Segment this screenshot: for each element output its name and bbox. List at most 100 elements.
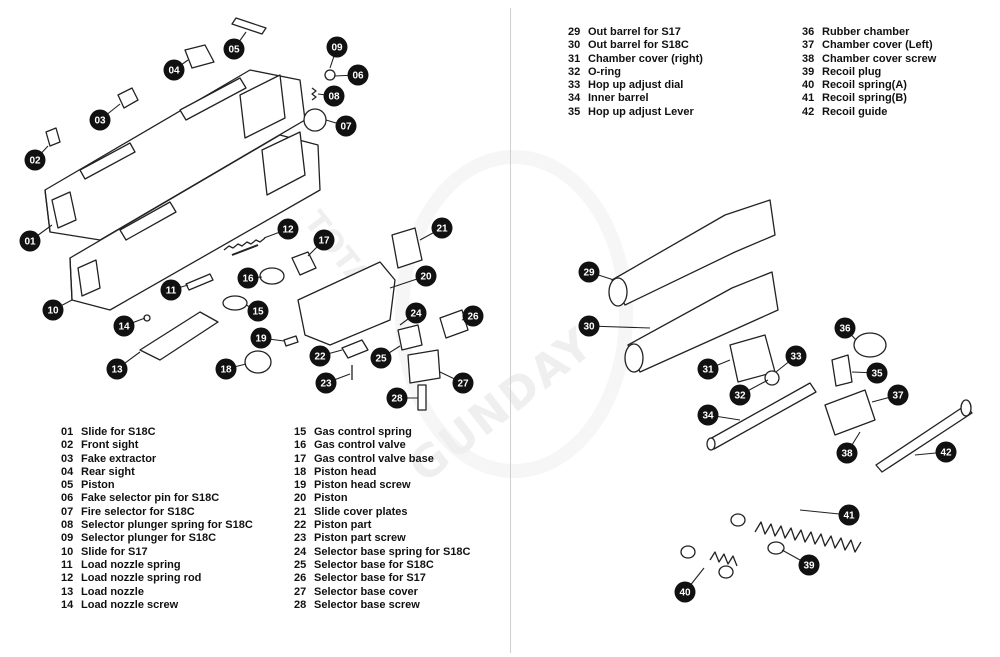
part-name: Selector base for S17 bbox=[314, 572, 426, 585]
callout-circle bbox=[697, 404, 719, 426]
piston-plate-drawing bbox=[231, 17, 267, 35]
callout-number: 03 bbox=[94, 116, 106, 127]
callout-circle bbox=[247, 300, 269, 322]
o-ring-drawing bbox=[764, 370, 780, 386]
callout-badge: 20 bbox=[415, 265, 437, 287]
part-name: Slide cover plates bbox=[314, 505, 408, 518]
part-name: Chamber cover (right) bbox=[588, 52, 703, 65]
callout-number: 18 bbox=[220, 365, 232, 376]
part-number: 05 bbox=[61, 479, 74, 492]
part-number: 33 bbox=[568, 79, 581, 92]
callout-badge: 17 bbox=[313, 229, 335, 251]
selector-pin-drawing bbox=[324, 69, 336, 81]
part-name: Chamber cover screw bbox=[822, 52, 937, 65]
outer-barrel-s18c-drawing bbox=[627, 271, 779, 373]
callout-circle bbox=[887, 384, 909, 406]
callout-circle bbox=[315, 372, 337, 394]
part-number: 42 bbox=[802, 105, 815, 118]
callout-number: 06 bbox=[352, 71, 364, 82]
callout-badge: 22 bbox=[309, 345, 331, 367]
part-number: 26 bbox=[294, 572, 307, 585]
part-name: Piston bbox=[314, 492, 348, 505]
callout-number: 33 bbox=[790, 352, 802, 363]
callout-circle bbox=[215, 358, 237, 380]
part-name: Load nozzle spring bbox=[81, 558, 181, 571]
callout-number: 01 bbox=[24, 237, 36, 248]
callout-badge: 11 bbox=[160, 279, 182, 301]
part-name: Recoil plug bbox=[822, 65, 882, 78]
callout-circle bbox=[335, 115, 357, 137]
part-name: Piston head bbox=[314, 465, 377, 478]
hop-lever-drawing bbox=[831, 354, 853, 387]
callout-number: 22 bbox=[314, 352, 326, 363]
callout-badge: 38 bbox=[836, 442, 858, 464]
callout-badge: 28 bbox=[386, 387, 408, 409]
callout-badge: 19 bbox=[250, 327, 272, 349]
part-number: 10 bbox=[61, 545, 74, 558]
callout-badge: 39 bbox=[798, 554, 820, 576]
part-number: 27 bbox=[294, 585, 307, 598]
part-number: 23 bbox=[294, 532, 307, 545]
part-number: 14 bbox=[61, 598, 74, 611]
gas-spring-drawing bbox=[222, 295, 248, 311]
recoil-plug-drawing bbox=[767, 541, 785, 555]
callout-badge: 35 bbox=[866, 362, 888, 384]
callout-number: 36 bbox=[839, 324, 851, 335]
slide-s18c-drawing bbox=[44, 69, 306, 241]
part-number: 08 bbox=[61, 519, 74, 532]
callout-badge: 18 bbox=[215, 358, 237, 380]
callout-number: 28 bbox=[391, 394, 403, 405]
callout-number: 05 bbox=[228, 45, 240, 56]
callout-badge: 31 bbox=[697, 358, 719, 380]
callout-circle bbox=[838, 504, 860, 526]
part-name: Chamber cover (Left) bbox=[822, 39, 933, 52]
part-name: Selector base for S18C bbox=[314, 558, 434, 571]
callout-number: 27 bbox=[457, 379, 469, 390]
part-number: 09 bbox=[61, 532, 74, 545]
callout-badge: 12 bbox=[277, 218, 299, 240]
part-name: Piston head screw bbox=[314, 479, 411, 492]
part-number: 18 bbox=[294, 465, 307, 478]
callout-number: 04 bbox=[168, 66, 180, 77]
callout-badge: 33 bbox=[785, 345, 807, 367]
callout-circle bbox=[89, 109, 111, 131]
callout-number: 21 bbox=[436, 224, 448, 235]
callout-circle bbox=[935, 441, 957, 463]
load-nozzle-rod-drawing bbox=[185, 273, 214, 291]
selector-screw-drawing bbox=[417, 384, 427, 411]
callout-badge: 40 bbox=[674, 581, 696, 603]
part-name: O-ring bbox=[588, 65, 621, 78]
callout-circle bbox=[106, 358, 128, 380]
slide-s17-drawing bbox=[69, 131, 321, 311]
part-number: 34 bbox=[568, 92, 581, 105]
selector-spring-drawing bbox=[311, 87, 317, 101]
callout-circle bbox=[578, 261, 600, 283]
callout-badge: 10 bbox=[42, 299, 64, 321]
part-number: 28 bbox=[294, 598, 307, 611]
gas-valve-drawing bbox=[259, 267, 285, 285]
part-name: Hop up adjust Lever bbox=[588, 105, 694, 118]
callout-number: 24 bbox=[410, 309, 422, 320]
callout-circle bbox=[237, 267, 259, 289]
part-name: Recoil spring(A) bbox=[822, 79, 907, 92]
